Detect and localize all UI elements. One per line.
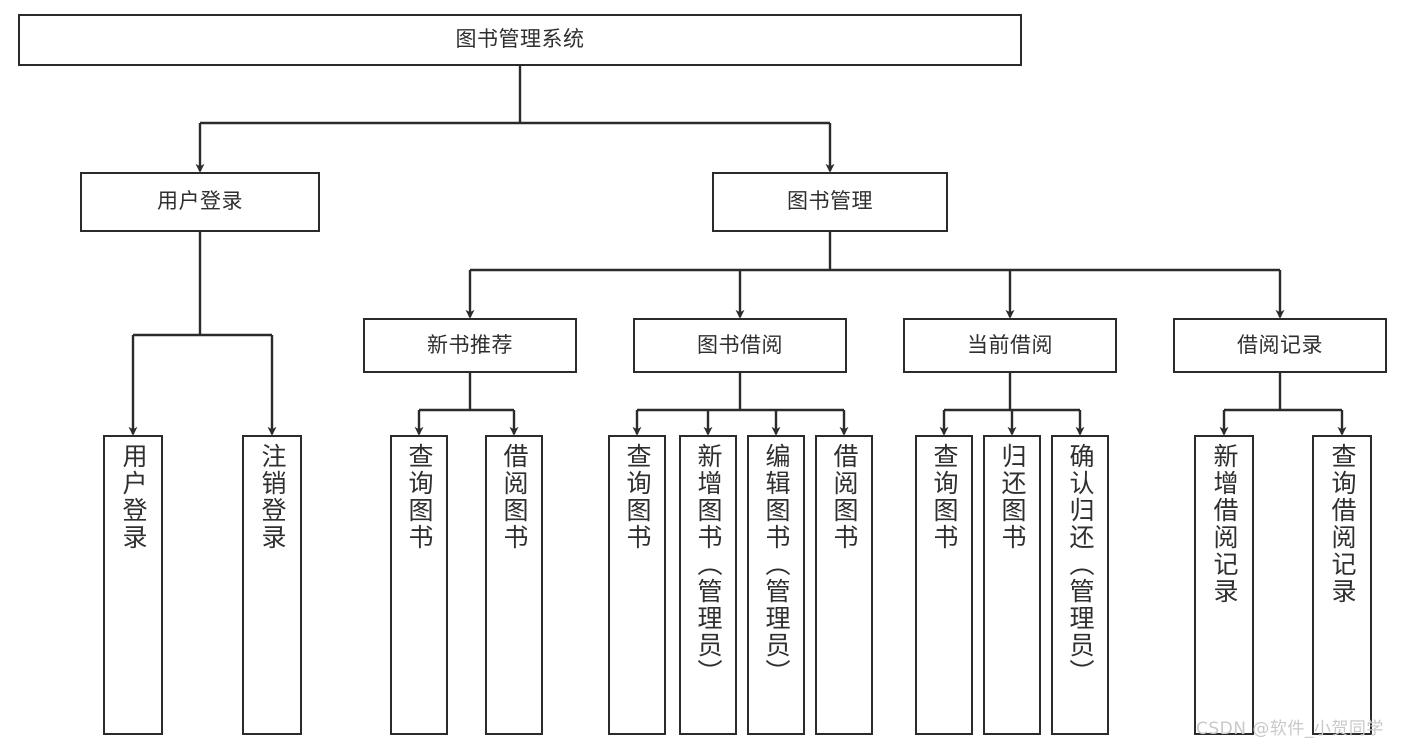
node-root[interactable]: 图书管理系统 <box>18 14 1022 66</box>
node-label: 查询图书 <box>405 443 434 551</box>
node-leaf-return[interactable]: 归还图书 <box>983 435 1041 735</box>
node-leaf-query-3[interactable]: 查询图书 <box>915 435 973 735</box>
node-leaf-borrow-2[interactable]: 借阅图书 <box>815 435 873 735</box>
node-label: 图书借阅 <box>697 332 783 357</box>
node-borrow-record[interactable]: 借阅记录 <box>1173 318 1387 373</box>
node-leaf-logout[interactable]: 注销登录 <box>242 435 302 735</box>
node-label: 归还图书 <box>998 443 1027 551</box>
node-label: 图书管理 <box>787 189 873 214</box>
node-label: 当前借阅 <box>967 332 1053 357</box>
node-label: 新增借阅记录 <box>1210 443 1239 605</box>
node-leaf-user-login[interactable]: 用户登录 <box>103 435 163 735</box>
node-label: 借阅图书 <box>830 443 859 551</box>
node-leaf-confirm[interactable]: 确认归还（管理员） <box>1051 435 1109 735</box>
node-label: 用户登录 <box>157 189 243 214</box>
node-book-borrow[interactable]: 图书借阅 <box>633 318 847 373</box>
node-book-manage[interactable]: 图书管理 <box>712 172 948 232</box>
node-label: 注销登录 <box>258 443 287 551</box>
node-label: 用户登录 <box>119 443 148 551</box>
node-label: 查询借阅记录 <box>1328 443 1357 605</box>
node-label: 新增图书（管理员） <box>694 443 723 686</box>
node-leaf-borrow-1[interactable]: 借阅图书 <box>485 435 543 735</box>
node-label: 图书管理系统 <box>455 27 585 52</box>
node-new-book-rec[interactable]: 新书推荐 <box>363 318 577 373</box>
node-label: 编辑图书（管理员） <box>762 443 791 686</box>
node-leaf-query-2[interactable]: 查询图书 <box>608 435 666 735</box>
node-current-borrow[interactable]: 当前借阅 <box>903 318 1117 373</box>
node-leaf-add-book[interactable]: 新增图书（管理员） <box>679 435 737 735</box>
node-label: 新书推荐 <box>427 332 513 357</box>
node-label: 借阅记录 <box>1237 332 1323 357</box>
node-leaf-query-rec[interactable]: 查询借阅记录 <box>1312 435 1372 735</box>
node-label: 查询图书 <box>930 443 959 551</box>
node-label: 确认归还（管理员） <box>1066 443 1095 686</box>
node-leaf-edit-book[interactable]: 编辑图书（管理员） <box>747 435 805 735</box>
node-leaf-add-rec[interactable]: 新增借阅记录 <box>1194 435 1254 735</box>
node-label: 借阅图书 <box>500 443 529 551</box>
node-leaf-query-1[interactable]: 查询图书 <box>390 435 448 735</box>
csdn-watermark: CSDN @软件_小贺同学 <box>1196 719 1384 739</box>
node-label: 查询图书 <box>623 443 652 551</box>
node-user-login[interactable]: 用户登录 <box>80 172 320 232</box>
